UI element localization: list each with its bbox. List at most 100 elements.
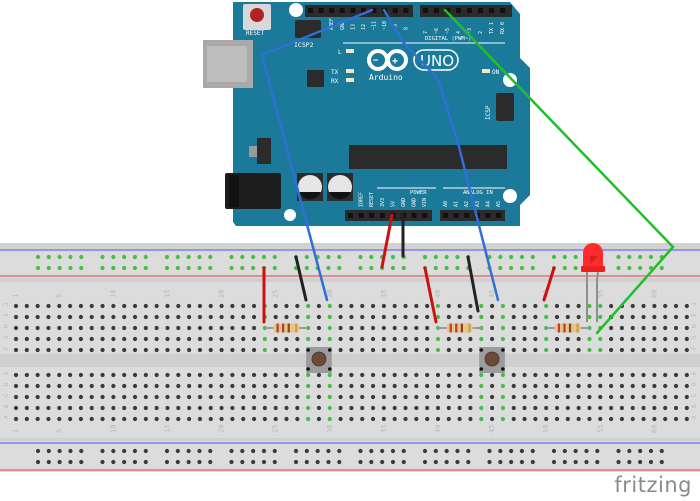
power-rail-hole[interactable] [401, 265, 406, 271]
power-rail-hole[interactable] [100, 448, 105, 454]
breadboard-hole[interactable] [230, 303, 235, 309]
power-rail-hole[interactable] [46, 254, 51, 260]
breadboard-hole[interactable] [306, 383, 311, 389]
breadboard-hole[interactable] [468, 416, 473, 422]
power-rail-hole[interactable] [584, 459, 589, 465]
breadboard-hole[interactable] [457, 314, 462, 320]
breadboard-hole[interactable] [446, 405, 451, 411]
power-rail-hole[interactable] [584, 448, 589, 454]
power-rail-hole[interactable] [519, 254, 525, 260]
breadboard-hole[interactable] [533, 314, 538, 320]
power-rail-hole[interactable] [35, 448, 41, 454]
breadboard-hole[interactable] [619, 394, 625, 400]
breadboard-hole[interactable] [197, 405, 203, 411]
power-rail-hole[interactable] [659, 265, 664, 271]
breadboard-hole[interactable] [13, 383, 19, 389]
breadboard-hole[interactable] [284, 394, 289, 400]
breadboard-hole[interactable] [652, 394, 657, 400]
breadboard-hole[interactable] [489, 416, 495, 422]
header-pin[interactable] [467, 8, 472, 13]
breadboard-hole[interactable] [327, 416, 332, 422]
breadboard-hole[interactable] [111, 303, 116, 309]
breadboard-hole[interactable] [46, 383, 51, 389]
breadboard-hole[interactable] [381, 383, 386, 389]
breadboard-hole[interactable] [46, 347, 51, 353]
breadboard-hole[interactable] [208, 405, 213, 411]
breadboard-hole[interactable] [327, 303, 332, 309]
breadboard-hole[interactable] [251, 394, 257, 400]
breadboard-hole[interactable] [122, 347, 127, 353]
breadboard-hole[interactable] [414, 372, 419, 378]
breadboard-hole[interactable] [165, 405, 170, 411]
breadboard-hole[interactable] [78, 372, 84, 378]
breadboard-hole[interactable] [327, 372, 332, 378]
breadboard-hole[interactable] [57, 372, 62, 378]
breadboard-hole[interactable] [630, 314, 635, 320]
breadboard-hole[interactable] [284, 347, 289, 353]
breadboard-hole[interactable] [143, 416, 148, 422]
breadboard-hole[interactable] [500, 314, 505, 320]
breadboard-hole[interactable] [533, 325, 538, 331]
breadboard-hole[interactable] [641, 314, 646, 320]
breadboard-hole[interactable] [489, 405, 495, 411]
resistor-3[interactable] [546, 323, 590, 333]
breadboard-hole[interactable] [403, 394, 408, 400]
breadboard-hole[interactable] [479, 372, 484, 378]
breadboard-hole[interactable] [673, 347, 679, 353]
breadboard-hole[interactable] [230, 314, 235, 320]
breadboard-hole[interactable] [57, 405, 62, 411]
breadboard-hole[interactable] [100, 405, 105, 411]
header-pin[interactable] [348, 213, 353, 218]
breadboard-hole[interactable] [598, 416, 603, 422]
breadboard-hole[interactable] [143, 314, 148, 320]
breadboard-hole[interactable] [143, 383, 148, 389]
breadboard-hole[interactable] [197, 416, 203, 422]
breadboard-hole[interactable] [187, 394, 192, 400]
power-rail-hole[interactable] [466, 448, 471, 454]
breadboard-hole[interactable] [663, 394, 668, 400]
breadboard-hole[interactable] [262, 347, 267, 353]
breadboard-hole[interactable] [327, 314, 332, 320]
breadboard-hole[interactable] [327, 383, 332, 389]
power-rail-hole[interactable] [390, 254, 396, 260]
power-rail-hole[interactable] [337, 265, 342, 271]
breadboard-hole[interactable] [327, 325, 332, 331]
power-rail-hole[interactable] [455, 265, 460, 271]
breadboard-hole[interactable] [619, 347, 625, 353]
breadboard-hole[interactable] [273, 303, 278, 309]
breadboard-hole[interactable] [500, 372, 505, 378]
power-rail-hole[interactable] [132, 254, 138, 260]
breadboard-hole[interactable] [338, 336, 343, 342]
breadboard-hole[interactable] [143, 303, 148, 309]
power-rail-hole[interactable] [272, 254, 277, 260]
breadboard-hole[interactable] [46, 325, 51, 331]
breadboard-hole[interactable] [197, 303, 203, 309]
power-rail-hole[interactable] [46, 448, 51, 454]
breadboard-hole[interactable] [35, 303, 40, 309]
breadboard-hole[interactable] [24, 336, 29, 342]
power-rail-hole[interactable] [304, 254, 309, 260]
breadboard-hole[interactable] [468, 405, 473, 411]
breadboard-hole[interactable] [403, 347, 408, 353]
breadboard-hole[interactable] [544, 394, 549, 400]
breadboard-hole[interactable] [176, 405, 181, 411]
breadboard-hole[interactable] [89, 372, 94, 378]
breadboard-hole[interactable] [89, 383, 94, 389]
breadboard-hole[interactable] [500, 416, 505, 422]
breadboard-hole[interactable] [208, 303, 213, 309]
breadboard-hole[interactable] [652, 303, 657, 309]
breadboard-hole[interactable] [619, 405, 625, 411]
power-rail-hole[interactable] [487, 459, 492, 465]
header-pin[interactable] [445, 8, 450, 13]
breadboard-hole[interactable] [241, 405, 246, 411]
breadboard-hole[interactable] [370, 405, 376, 411]
breadboard-hole[interactable] [641, 347, 646, 353]
power-rail-hole[interactable] [337, 459, 342, 465]
breadboard-hole[interactable] [89, 347, 94, 353]
wire-pin5-led[interactable] [443, 8, 675, 335]
breadboard-hole[interactable] [78, 394, 84, 400]
breadboard-hole[interactable] [219, 314, 224, 320]
power-rail-hole[interactable] [164, 265, 170, 271]
breadboard-hole[interactable] [435, 347, 441, 353]
breadboard-hole[interactable] [641, 383, 646, 389]
